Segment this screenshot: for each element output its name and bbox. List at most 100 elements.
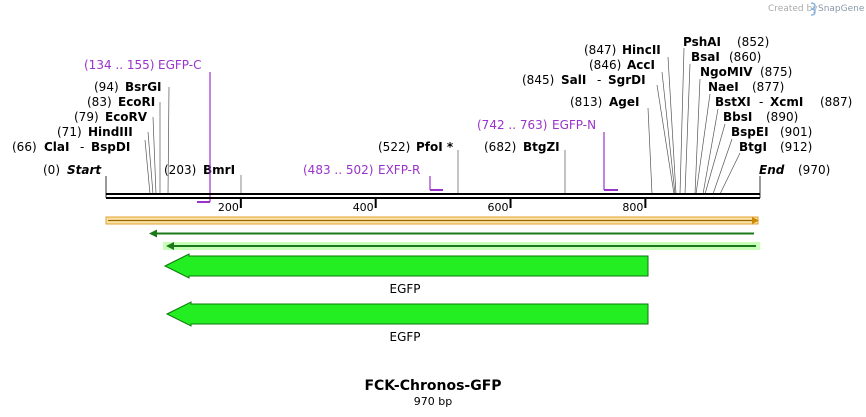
site-leader-lines bbox=[144, 47, 741, 195]
site-position: (890) bbox=[766, 110, 798, 124]
site-naei: NaeI (877) bbox=[708, 80, 784, 94]
site-position: (66) bbox=[12, 140, 37, 154]
svg-text:-: - bbox=[80, 140, 84, 154]
start-position: (0) bbox=[43, 163, 60, 177]
svg-text:-: - bbox=[597, 73, 601, 87]
sequence-backbone bbox=[105, 176, 761, 199]
site-name: BsrGI bbox=[125, 80, 162, 94]
site-position: (83) bbox=[87, 95, 112, 109]
map-length: 970 bp bbox=[414, 395, 452, 408]
site-position: (813) bbox=[570, 95, 602, 109]
orf-forward bbox=[105, 216, 759, 225]
site-name: BspEI bbox=[731, 125, 769, 139]
site-bmri: (203) BmrI bbox=[164, 163, 235, 177]
credit-brand: SnapGene bbox=[818, 4, 865, 14]
site-agei: (813) AgeI bbox=[570, 95, 639, 109]
site-position: (877) bbox=[752, 80, 784, 94]
site-name: BsaI bbox=[691, 50, 720, 64]
site-name: PshAI bbox=[683, 35, 721, 49]
site-name: SalI bbox=[561, 73, 586, 87]
site-position: (203) bbox=[164, 163, 196, 177]
site-name: BbsI bbox=[723, 110, 752, 124]
site-position: (852) bbox=[737, 35, 769, 49]
ruler-ticks: 200 400 600 800 bbox=[218, 198, 647, 214]
site-ngomiv: NgoMIV (875) bbox=[700, 65, 792, 79]
site-position: (901) bbox=[780, 125, 812, 139]
site-name: BstXI bbox=[715, 95, 751, 109]
site-acci: (846) AccI bbox=[589, 58, 655, 72]
site-name: EcoRI bbox=[118, 95, 155, 109]
site-position: (887) bbox=[820, 95, 852, 109]
end-label: End bbox=[759, 163, 785, 177]
site-position: (79) bbox=[74, 110, 99, 124]
site-bbsi: BbsI (890) bbox=[723, 110, 798, 124]
svg-text:-: - bbox=[759, 95, 763, 109]
site-ecorv: (79) EcoRV bbox=[74, 110, 148, 124]
site-pfoi: (522) PfoI * bbox=[378, 140, 454, 154]
primer-name: EGFP-C bbox=[158, 58, 201, 72]
credit-text: Created by bbox=[768, 4, 818, 14]
site-name: EcoRV bbox=[105, 110, 148, 124]
primer-range: (742 .. 763) bbox=[477, 118, 547, 132]
start-label: Start bbox=[67, 163, 102, 177]
site-name: BmrI bbox=[203, 163, 235, 177]
end-position: (970) bbox=[798, 163, 830, 177]
site-name-2: SgrDI bbox=[608, 73, 646, 87]
primer-range: (134 .. 155) bbox=[84, 58, 154, 72]
site-name: PfoI * bbox=[416, 140, 454, 154]
site-bsrgi: (94) BsrGI bbox=[94, 80, 162, 94]
primer-egfp-c: (134 .. 155) EGFP-C bbox=[84, 58, 211, 203]
site-ecori: (83) EcoRI bbox=[87, 95, 155, 109]
site-name-2: XcmI bbox=[770, 95, 803, 109]
primer-range: (483 .. 502) bbox=[303, 163, 373, 177]
snapgene-logo-icon bbox=[810, 2, 816, 16]
ruler-tick-label: 200 bbox=[218, 201, 239, 214]
site-hincii: (847) HincII bbox=[584, 43, 661, 57]
site-position: (847) bbox=[584, 43, 616, 57]
primer-egfp-n: (742 .. 763) EGFP-N bbox=[477, 118, 618, 191]
site-position: (875) bbox=[760, 65, 792, 79]
site-bspei: BspEI (901) bbox=[731, 125, 812, 139]
site-name: HincII bbox=[622, 43, 661, 57]
site-position: (912) bbox=[780, 140, 812, 154]
site-btgi: BtgI (912) bbox=[739, 140, 812, 154]
ruler-tick-label: 400 bbox=[353, 201, 374, 214]
site-name: NgoMIV bbox=[700, 65, 753, 79]
site-position: (94) bbox=[94, 80, 119, 94]
site-name: AgeI bbox=[609, 95, 639, 109]
site-name: AccI bbox=[627, 58, 655, 72]
primer-name: EXFP-R bbox=[378, 163, 420, 177]
site-name: NaeI bbox=[708, 80, 739, 94]
primer-exfp-r: (483 .. 502) EXFP-R bbox=[303, 163, 443, 191]
credit-watermark: Created by SnapGene bbox=[768, 2, 865, 16]
site-name: ClaI bbox=[44, 140, 69, 154]
ruler-tick-label: 800 bbox=[622, 201, 643, 214]
feature-label: EGFP bbox=[389, 330, 420, 344]
site-position: (846) bbox=[589, 58, 621, 72]
orf-reverse-1 bbox=[149, 229, 754, 238]
ruler-tick-label: 600 bbox=[488, 201, 509, 214]
site-position: (845) bbox=[522, 73, 554, 87]
site-sali: (845) SalI - SgrDI bbox=[522, 73, 646, 87]
site-hindiii: (71) HindIII bbox=[57, 125, 133, 139]
site-name: BtgZI bbox=[523, 140, 560, 154]
site-position: (682) bbox=[484, 140, 516, 154]
map-title: FCK-Chronos-GFP bbox=[364, 378, 501, 394]
site-name-2: BspDI bbox=[91, 140, 130, 154]
orf-reverse-2 bbox=[163, 242, 760, 250]
site-bstxi: BstXI - XcmI (887) bbox=[715, 95, 852, 109]
site-position: (71) bbox=[57, 125, 82, 139]
primer-name: EGFP-N bbox=[552, 118, 596, 132]
site-name: HindIII bbox=[88, 125, 133, 139]
site-end: End (970) bbox=[759, 163, 830, 177]
site-start: (0) Start bbox=[43, 163, 102, 177]
site-clai: (66) ClaI - BspDI bbox=[12, 140, 130, 154]
site-pshai: PshAI (852) bbox=[683, 35, 769, 49]
feature-egfp-1[interactable]: EGFP bbox=[163, 253, 649, 296]
site-position: (860) bbox=[729, 50, 761, 64]
feature-egfp-2[interactable]: EGFP bbox=[165, 301, 649, 344]
site-position: (522) bbox=[378, 140, 410, 154]
site-btgzi: (682) BtgZI bbox=[484, 140, 560, 154]
site-bsai: BsaI (860) bbox=[691, 50, 761, 64]
